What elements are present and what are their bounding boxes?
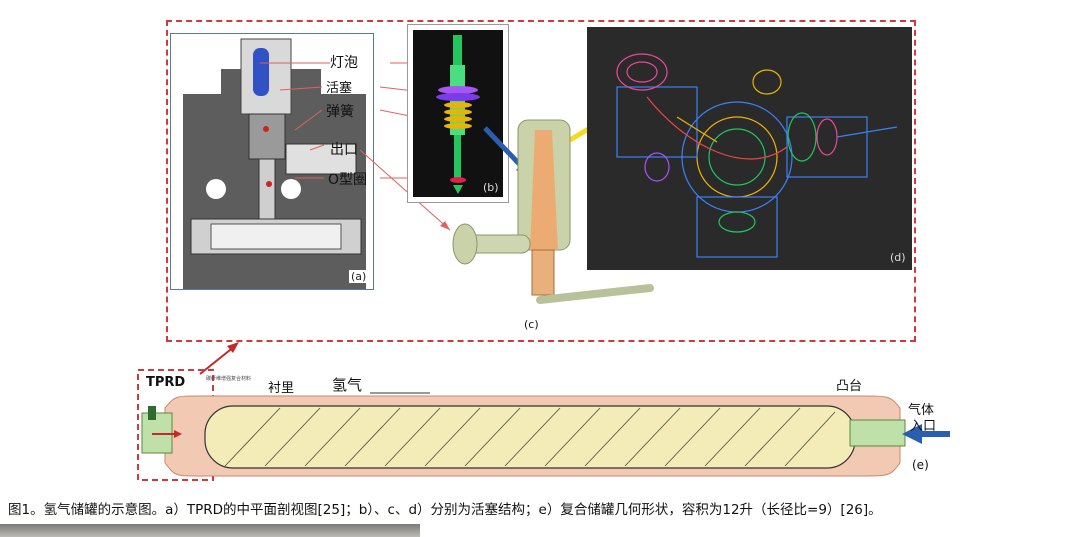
- panel-b-piston: (b): [407, 24, 509, 203]
- callout-outlet: 出口: [330, 142, 358, 158]
- tank-label-inlet-1: 气体: [908, 403, 935, 418]
- detail-frame: [166, 20, 916, 342]
- tank-label-tprd: TPRD: [146, 375, 186, 390]
- tank-label-boss: 凸台: [836, 379, 863, 394]
- tprd-cross-section-drawing: [171, 34, 373, 289]
- callout-spring: 弹簧: [326, 104, 354, 120]
- tank-label-lining: 衬里: [268, 381, 295, 396]
- next-figure-partial: [0, 524, 420, 537]
- figure-caption: 图1。氢气储罐的示意图。a）TPRD的中平面剖视图[25]；b）、c、d）分别为…: [8, 502, 882, 518]
- piston-model-drawing: [436, 35, 480, 194]
- panel-b-background: (b): [413, 30, 503, 197]
- panel-a-label: (a): [349, 270, 369, 283]
- callout-o-ring: O型圈: [328, 172, 368, 188]
- wireframe-assembly-drawing: [587, 27, 912, 270]
- tank-label-e: (e): [912, 458, 929, 472]
- callout-bulb: 灯泡: [330, 55, 358, 71]
- panel-a-cross-section: (a): [170, 33, 374, 290]
- callout-piston: 活塞: [326, 81, 353, 96]
- panel-d-wireframe: (d): [587, 27, 912, 270]
- zoom-arrow: [199, 342, 239, 375]
- panel-b-label: (b): [483, 181, 499, 194]
- panel-c-valve-drawing: [452, 101, 654, 304]
- tank-label-inlet-2: 入口: [910, 419, 937, 434]
- panel-d-label: (d): [890, 251, 906, 264]
- tank-label-hydrogen: 氢气: [332, 376, 363, 394]
- tank-tiny-label: 碳纤维增强复合材料: [206, 376, 252, 382]
- panel-c-label: (c): [524, 318, 539, 331]
- composite-tank-drawing: [137, 369, 950, 481]
